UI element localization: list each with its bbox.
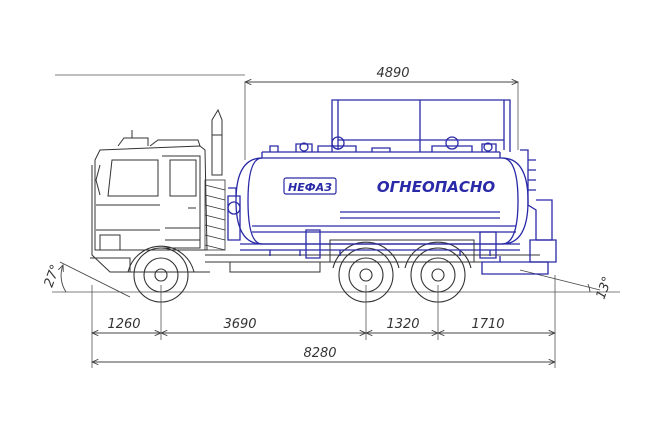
departure-angle-indicator [519,269,601,293]
dimension-lines [92,82,555,362]
dim-overall-length: 8280 [303,346,336,361]
front-wheel [127,245,195,303]
rear-wheel-2 [404,241,472,303]
dim-approach-angle: 27° [42,263,64,290]
tank-body [227,99,557,275]
extension-lines [52,74,620,368]
dim-wheelbase-front: 3690 [223,317,256,332]
tank-logo-text: НЕФАЗ [288,181,332,194]
truck-cab [90,130,210,273]
dim-tandem-spacing: 1320 [386,317,419,332]
dim-front-overhang: 1260 [107,317,140,332]
air-filter [204,179,226,251]
dim-rear-overhang: 1710 [471,317,504,332]
rear-fenders [329,239,475,262]
tank-logo: НЕФАЗ [283,177,337,195]
dim-tank-length: 4890 [376,66,409,81]
exhaust-stack [211,108,223,176]
dim-departure-angle: 13° [594,275,616,302]
approach-angle-indicator [60,261,131,298]
rear-wheel-1 [332,241,400,303]
tank-warning-text: ОГНЕОПАСНО [377,178,496,196]
